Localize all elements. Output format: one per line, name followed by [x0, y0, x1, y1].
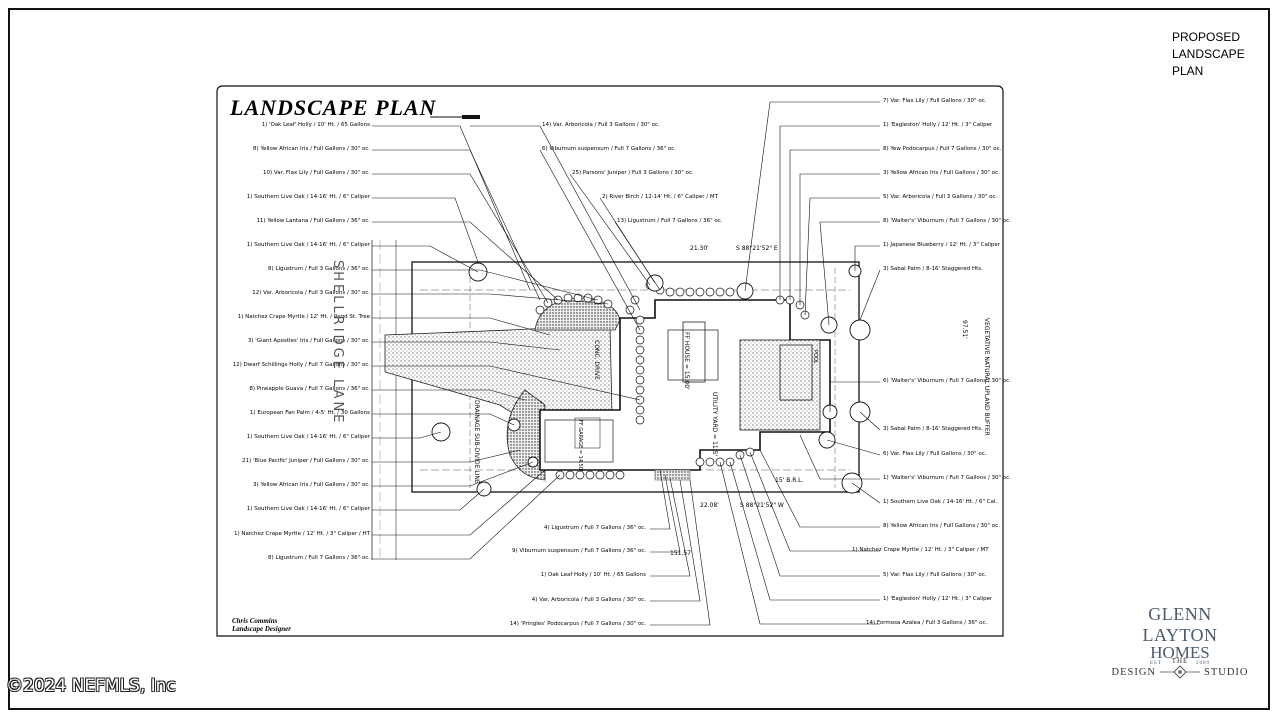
setback-top: 21.30' — [690, 245, 709, 252]
plant-callout: 1) Natchez Crape Myrtle / 12' Ht. / 3" C… — [233, 531, 370, 537]
plant-callout: 1) Southern Live Oak / 14-16' Ht. / 6" C… — [246, 434, 370, 440]
plant-callout: 1) Japanese Blueberry / 12' Ht. / 3" Cal… — [883, 242, 1001, 248]
brand-logo: GLENN LAYTON HOMES EST 2009 — [1110, 604, 1250, 666]
plant-callout: 7) Var. Flax Lily / Full Gallons / 30" o… — [883, 98, 987, 104]
page-frame — [8, 8, 1270, 710]
plant-callout: 1) 'Oak Leaf' Holly / 10' Ht. / 65 Gallo… — [261, 122, 370, 128]
plant-callout: 5) Var. Arboricola / Full 3 Gallons / 30… — [883, 194, 998, 200]
plant-callout: 3) Sabal Palm / 8-16' Staggered Hts. — [883, 266, 983, 272]
brand-est-right: 2009 — [1196, 661, 1210, 666]
plant-callout: 10) Var. Flax Lily / Full Gallons / 30" … — [263, 170, 370, 176]
plant-callout: 3) Yellow African Iris / Full Gallons / … — [883, 170, 1000, 176]
plant-callout: 8) Yellow African Iris / Full Gallons / … — [253, 146, 370, 152]
plant-callout: 12) Dwarf Schillings Holly / Full 7 Gall… — [232, 362, 370, 368]
plant-callout: 5) Var. Flax Lily / Full Gallons / 30" o… — [883, 572, 987, 578]
ornament-icon — [1160, 665, 1200, 679]
plant-callout: 11) Yellow Lantana / Full Gallons / 36" … — [256, 218, 370, 224]
plant-callout: 1) 'Eagleston' Holly / 12' Ht. / 3" Cali… — [883, 596, 993, 602]
plant-callout: 8) Pineapple Guava / Full 7 Gallons / 36… — [249, 386, 370, 392]
corner-title-line: PLAN — [1172, 64, 1204, 78]
plant-callout: 3) Sabal Palm / 8-16' Staggered Hts. — [883, 426, 983, 432]
dim-right: 97.51' — [961, 320, 968, 339]
corner-title-line: LANDSCAPE — [1172, 47, 1245, 61]
plant-callout: 14) Formosa Azalea / Full 3 Gallons / 36… — [866, 620, 988, 626]
plant-callout: 6) 'Walter's' Viburnum / Full 7 Gallons … — [883, 378, 1011, 384]
plant-callout: 1) Southern Live Oak / 14-16' Ht. / 6" C… — [246, 194, 370, 200]
plant-callout: 1) Oak Leaf Holly / 10' Ht. / 65 Gallons — [540, 572, 646, 578]
plant-callout: 1) Southern Live Oak / 14-16' Ht. / 6" C… — [883, 499, 998, 505]
brand-est-left: EST — [1150, 661, 1162, 666]
designer-role: Landscape Designer — [232, 625, 291, 633]
brl-label: 15' B.R.L. — [775, 477, 804, 484]
plant-callout: 8) Yellow African Iris / Full Gallons / … — [883, 523, 1000, 529]
plant-callout: 4) Ligustrum / Full 7 Gallons / 36" oc. — [543, 525, 646, 531]
corner-title-line: PROPOSED — [1172, 30, 1241, 44]
plant-callout: 8) Ligustrum / Full 3 Gallons / 36" oc. — [267, 266, 370, 272]
mls-watermark: ©2024 NEFMLS, Inc — [6, 676, 176, 696]
drainage-label: DRAINAGE SUB-DIVIDE LINE — [473, 400, 480, 484]
design-studio-logo: THE DESIGN STUDIO — [1105, 657, 1255, 679]
plant-callout: 1) Natchez Crape Myrtle / 12' Ht. / Reqd… — [237, 314, 370, 320]
utility-label: UTILITY YARD = 11.5' — [711, 392, 718, 457]
drive-label: CONC. DRIVE — [593, 340, 600, 380]
plant-callout: 1) 'Walter's' Viburnum / Full 7 Gallons … — [883, 475, 1011, 481]
plant-callout: 1) 'Eagleston' Holly / 12' Ht. / 3" Cali… — [883, 122, 993, 128]
plant-callout: 1) Southern Live Oak / 14-16' Ht. / 6" C… — [246, 242, 370, 248]
pool-label: POOL — [812, 350, 818, 364]
brand-est: EST 2009 — [1150, 661, 1210, 666]
plant-callout: 6) Var. Flax Lily / Full Gallons / 30" o… — [883, 451, 987, 457]
studio-right: STUDIO — [1204, 666, 1249, 678]
plant-callout: 25) Parsons' Juniper / Full 3 Gallons / … — [572, 170, 694, 176]
plant-callout: 21) 'Blue Pacific' Juniper / Full Gallon… — [242, 458, 370, 464]
plant-callout: 9) Viburnum suspensum / Full 7 Gallons /… — [512, 548, 646, 554]
brand-name-line2: HOMES — [1150, 643, 1210, 662]
sheet-border — [216, 85, 1004, 637]
bearing-top: S 88°21'52" E — [736, 245, 778, 252]
plant-callout: 4) Var. Arboricola / Full 3 Gallons / 30… — [531, 597, 646, 603]
plant-callout: 14) Var. Arboricola / Full 3 Gallons / 3… — [542, 122, 660, 128]
studio-left: DESIGN — [1111, 666, 1156, 678]
dim-bottom-b: 151.57' — [670, 550, 693, 557]
designer-credit: Chris Commins Landscape Designer — [232, 617, 291, 633]
dim-bottom-a: 22.08' — [700, 502, 719, 509]
plant-callout: 13) Ligustrum / Full 7 Gallons / 36" oc. — [617, 218, 723, 224]
brand-name-line1: GLENN LAYTON — [1142, 604, 1218, 645]
designer-name: Chris Commins — [232, 617, 278, 625]
studio-the: THE — [1171, 657, 1189, 665]
natural-area-label: VEGETATIVE NATURAL UPLAND BUFFER — [983, 318, 990, 436]
studio-row: DESIGN STUDIO — [1105, 665, 1255, 679]
street-label: SHELLRIDGE LANE — [330, 260, 345, 426]
plant-callout: 6) Viburnum suspensum / Full 7 Gallons /… — [542, 146, 676, 152]
garage-label: FF GARAGE = 14.50' — [577, 420, 583, 472]
plant-callout: 1) European Fan Palm / 4-5' Ht. / 30 Gal… — [249, 410, 370, 416]
bearing-bottom: S 88°21'52" W — [740, 502, 784, 509]
plant-callout: 8) Yew Podocarpus / Full 7 Gallons / 30"… — [883, 146, 1002, 152]
plant-callout: 1) Southern Live Oak / 14-16' Ht. / 6" C… — [246, 506, 370, 512]
plant-callout: 14) 'Pringles' Podocarpus / Full 7 Gallo… — [509, 621, 646, 627]
plant-callout: 8) 'Walter's' Viburnum / Full 7 Gallons … — [883, 218, 1011, 224]
house-label: FF HOUSE = 15.00' — [683, 332, 690, 390]
plant-callout: 12) Var. Arboricola / Full 3 Gallons / 3… — [252, 290, 370, 296]
plant-callout: 3) 'Giant Apostles' Iris / Full Gallons … — [247, 338, 370, 344]
plant-callout: 3) Yellow African Iris / Full Gallons / … — [253, 482, 370, 488]
plant-callout: 8) Ligustrum / Full 7 Gallons / 36" oc. — [267, 555, 370, 561]
plan-title: LANDSCAPE PLAN — [230, 95, 437, 120]
plant-callout: 2) River Birch / 12-14' Ht. / 6" Caliper… — [602, 194, 718, 200]
corner-title: PROPOSED LANDSCAPE PLAN — [1172, 29, 1245, 80]
plant-callout: 1) Natchez Crape Myrtle / 12' Ht. / 3" C… — [852, 547, 989, 553]
